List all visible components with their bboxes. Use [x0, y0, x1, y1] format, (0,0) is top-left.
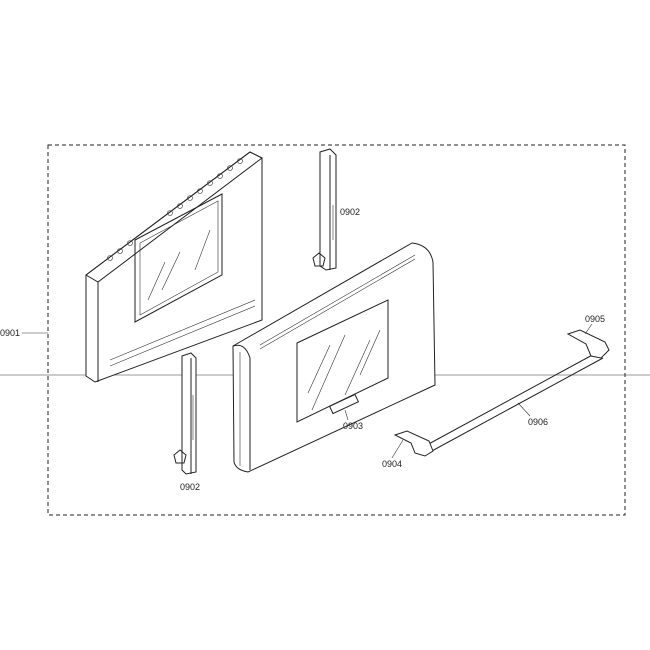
- part-frame[interactable]: [85, 151, 263, 383]
- part-outer-door[interactable]: [232, 242, 436, 473]
- part-hinge-bottom[interactable]: [173, 352, 197, 475]
- label-0901: 0901: [0, 328, 20, 338]
- part-hinge-top[interactable]: [312, 148, 337, 271]
- label-0902-top: 0902: [340, 207, 360, 217]
- part-handle-bar[interactable]: [424, 352, 604, 453]
- part-handle-end-left[interactable]: [393, 430, 434, 457]
- label-0902-bottom: 0902: [180, 482, 200, 492]
- label-0903: 0903: [343, 421, 363, 431]
- leader-0903: [344, 409, 349, 421]
- label-0905: 0905: [585, 314, 605, 324]
- label-0904: 0904: [382, 459, 402, 469]
- label-0906: 0906: [528, 417, 548, 427]
- leader-0904: [391, 439, 404, 459]
- leader-0906: [517, 402, 531, 417]
- leader-0905: [584, 323, 593, 335]
- part-handle-end-right[interactable]: [566, 329, 610, 359]
- assembly-boundary: [47, 144, 626, 516]
